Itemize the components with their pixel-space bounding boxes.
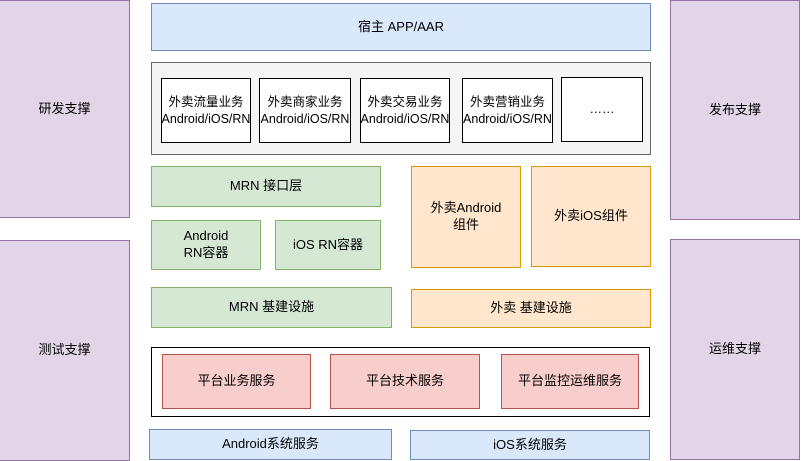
platform-tech-service-box: 平台技术服务 xyxy=(330,354,480,409)
ios-rn-container-box: iOS RN容器 xyxy=(275,220,381,270)
android-rn-container-line2: RN容器 xyxy=(183,245,229,260)
ios-system-service-label: iOS系统服务 xyxy=(493,436,567,452)
platform-business-service-box: 平台业务服务 xyxy=(162,354,311,409)
platform-monitor-service-label: 平台监控运维服务 xyxy=(517,373,622,389)
waimai-infra-label: 外卖 基建设施 xyxy=(490,300,572,316)
mrn-api-layer-box: MRN 接口层 xyxy=(151,166,381,207)
panel-release-support-label: 发布支撑 xyxy=(708,101,761,117)
panel-test-support-label: 测试支撑 xyxy=(38,342,91,358)
panel-release-support: 发布支撑 xyxy=(670,0,800,220)
mrn-infra-box: MRN 基建设施 xyxy=(151,287,392,328)
panel-dev-support-label: 研发支撑 xyxy=(38,100,91,116)
android-rn-container-box: Android RN容器 xyxy=(151,220,261,270)
business-module-merchant-line1: 外卖商家业务 xyxy=(267,95,343,110)
waimai-ios-component-label: 外卖iOS组件 xyxy=(554,208,628,224)
waimai-android-component-line1: 外卖Android xyxy=(430,200,502,216)
panel-test-support: 测试支撑 xyxy=(0,240,130,461)
business-module-marketing-line1: 外卖营销业务 xyxy=(469,95,545,110)
android-system-service-box: Android系统服务 xyxy=(149,429,392,460)
business-module-marketing-line2: Android/iOS/RN xyxy=(463,111,552,126)
business-module-marketing: 外卖营销业务 Android/iOS/RN xyxy=(462,78,553,143)
android-rn-container-line1: Android xyxy=(183,228,229,244)
panel-ops-support-label: 运维支撑 xyxy=(708,341,761,357)
waimai-android-component-line2: 组件 xyxy=(452,217,479,232)
host-app-box: 宿主 APP/AAR xyxy=(151,3,651,51)
business-module-trade-line1: 外卖交易业务 xyxy=(367,95,443,110)
platform-monitor-service-box: 平台监控运维服务 xyxy=(501,354,639,409)
waimai-ios-component-box: 外卖iOS组件 xyxy=(531,166,651,267)
business-module-more-label: …… xyxy=(589,102,615,117)
panel-dev-support: 研发支撑 xyxy=(0,0,130,218)
business-module-merchant-line2: Android/iOS/RN xyxy=(260,111,350,126)
mrn-api-layer-label: MRN 接口层 xyxy=(229,178,303,194)
business-module-merchant: 外卖商家业务 Android/iOS/RN xyxy=(259,78,351,143)
android-system-service-label: Android系统服务 xyxy=(222,436,319,452)
business-module-traffic-line2: Android/iOS/RN xyxy=(161,111,251,126)
mrn-infra-label: MRN 基建设施 xyxy=(228,299,315,315)
ios-rn-container-label: iOS RN容器 xyxy=(292,236,364,252)
platform-tech-service-label: 平台技术服务 xyxy=(365,373,444,389)
business-module-trade-line2: Android/iOS/RN xyxy=(360,111,450,126)
host-app-label: 宿主 APP/AAR xyxy=(358,18,444,34)
waimai-android-component-box: 外卖Android 组件 xyxy=(411,166,521,268)
business-module-traffic: 外卖流量业务 Android/iOS/RN xyxy=(161,78,251,143)
waimai-infra-box: 外卖 基建设施 xyxy=(411,289,651,328)
ios-system-service-box: iOS系统服务 xyxy=(410,430,650,460)
panel-ops-support: 运维支撑 xyxy=(670,239,800,460)
business-module-more: …… xyxy=(561,77,643,142)
business-module-traffic-line1: 外卖流量业务 xyxy=(168,95,244,110)
platform-business-service-label: 平台业务服务 xyxy=(197,373,276,389)
business-module-trade: 外卖交易业务 Android/iOS/RN xyxy=(360,78,450,143)
